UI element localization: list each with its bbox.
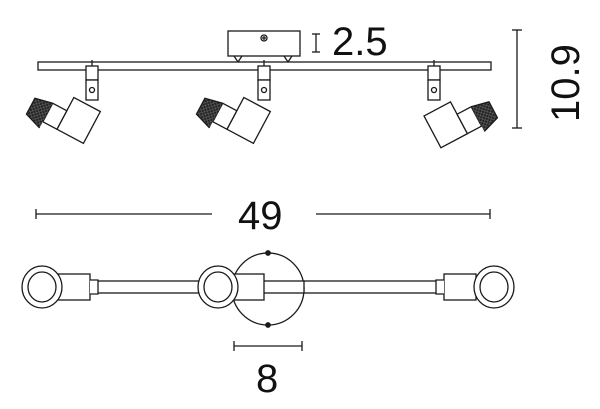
canopy-diameter-dimension [233, 341, 303, 351]
total-length-label: 49 [238, 194, 283, 238]
total-height-label: 10.9 [544, 44, 588, 122]
canopy-height-dimension [312, 33, 320, 53]
spot-center-side [195, 60, 272, 145]
canopy-box [227, 30, 301, 64]
canopy-height-label: 2.5 [332, 20, 388, 64]
spot-left-side [25, 60, 102, 145]
side-view [25, 30, 499, 149]
spot-right-top [435, 265, 515, 309]
canopy-diameter-label: 8 [256, 357, 278, 401]
spot-right-side [423, 60, 499, 149]
spot-left-top [21, 265, 99, 309]
spot-center-top [197, 265, 265, 309]
top-view [21, 250, 515, 328]
total-length-dimension [35, 209, 491, 219]
total-height-dimension [512, 29, 522, 129]
